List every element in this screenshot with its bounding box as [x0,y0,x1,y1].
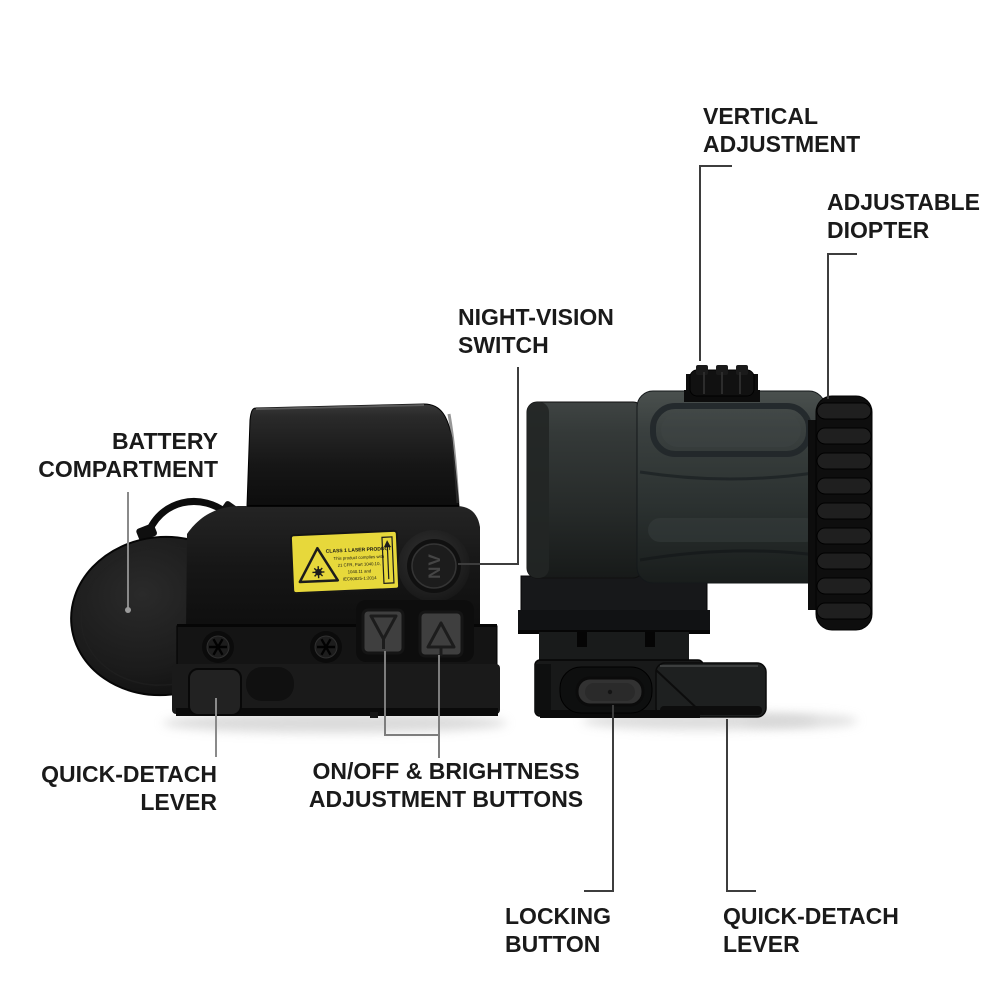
label-night-vision-switch: NIGHT-VISION SWITCH [458,304,614,358]
sight-ground-shadow [163,713,507,733]
label-vertical-adjustment: VERTICAL ADJUSTMENT [703,103,861,157]
leader-brightness-buttons-bracket [384,651,440,758]
mount-screw-right [310,631,342,663]
riser-mount [518,575,710,662]
leader-locking-button [584,705,614,892]
locking-button [575,676,645,707]
magnifier [518,365,873,730]
warning-line4: IEC60825-1:2014 [343,575,377,581]
warning-title: CLASS 1 LASER PRODUCT [326,546,392,555]
mount-screw-left [202,631,234,663]
warning-line3: 1040.11 and [348,568,372,574]
label-adjustable-diopter: ADJUSTABLE DIOPTER [827,189,980,243]
nv-button-text: NV [425,553,444,579]
label-locking-button: LOCKING BUTTON [505,903,612,957]
down-arrow-icon [369,614,398,649]
label-battery-compartment: BATTERY COMPARTMENT [38,428,218,482]
label-on-off-brightness: ON/OFF & BRIGHTNESS ADJUSTMENT BUTTONS [308,758,584,812]
brightness-up-button [418,610,464,658]
laser-warning-label: CLASS 1 LASER PRODUCT This product compl… [289,529,401,595]
up-arrow-icon [426,621,456,656]
leader-quick-detach-right [726,719,756,892]
leader-night-vision-switch [458,367,519,565]
laser-starburst-icon [312,566,325,579]
brightness-button-panel [356,600,474,662]
leader-adjustable-diopter [827,253,857,399]
leader-vertical-adjustment [699,165,732,361]
warning-line1: This product complies with [333,554,384,561]
warning-line2: 21 CFR, Part 1040.10, [338,561,381,568]
magnifier-qd-lever [655,662,767,718]
sight-mount-base [172,664,500,718]
holographic-sight: CLASS 1 LASER PRODUCT This product compl… [70,403,507,733]
label-quick-detach-lever-left: QUICK-DETACH LEVER [41,761,217,815]
leader-battery-endpoint-dot [125,607,131,613]
sight-hood [246,403,460,507]
magnifier-body [636,390,826,584]
objective-tube [526,401,644,579]
brightness-down-button [361,608,405,655]
label-quick-detach-lever-right: QUICK-DETACH LEVER [723,903,899,957]
diopter-ring [808,395,873,631]
laser-aperture-strip [381,536,395,584]
magnifier-clamp-mount [534,659,767,718]
leader-lines [125,165,857,892]
night-vision-button: NV [398,530,470,602]
vertical-adjustment-knob [684,365,760,402]
